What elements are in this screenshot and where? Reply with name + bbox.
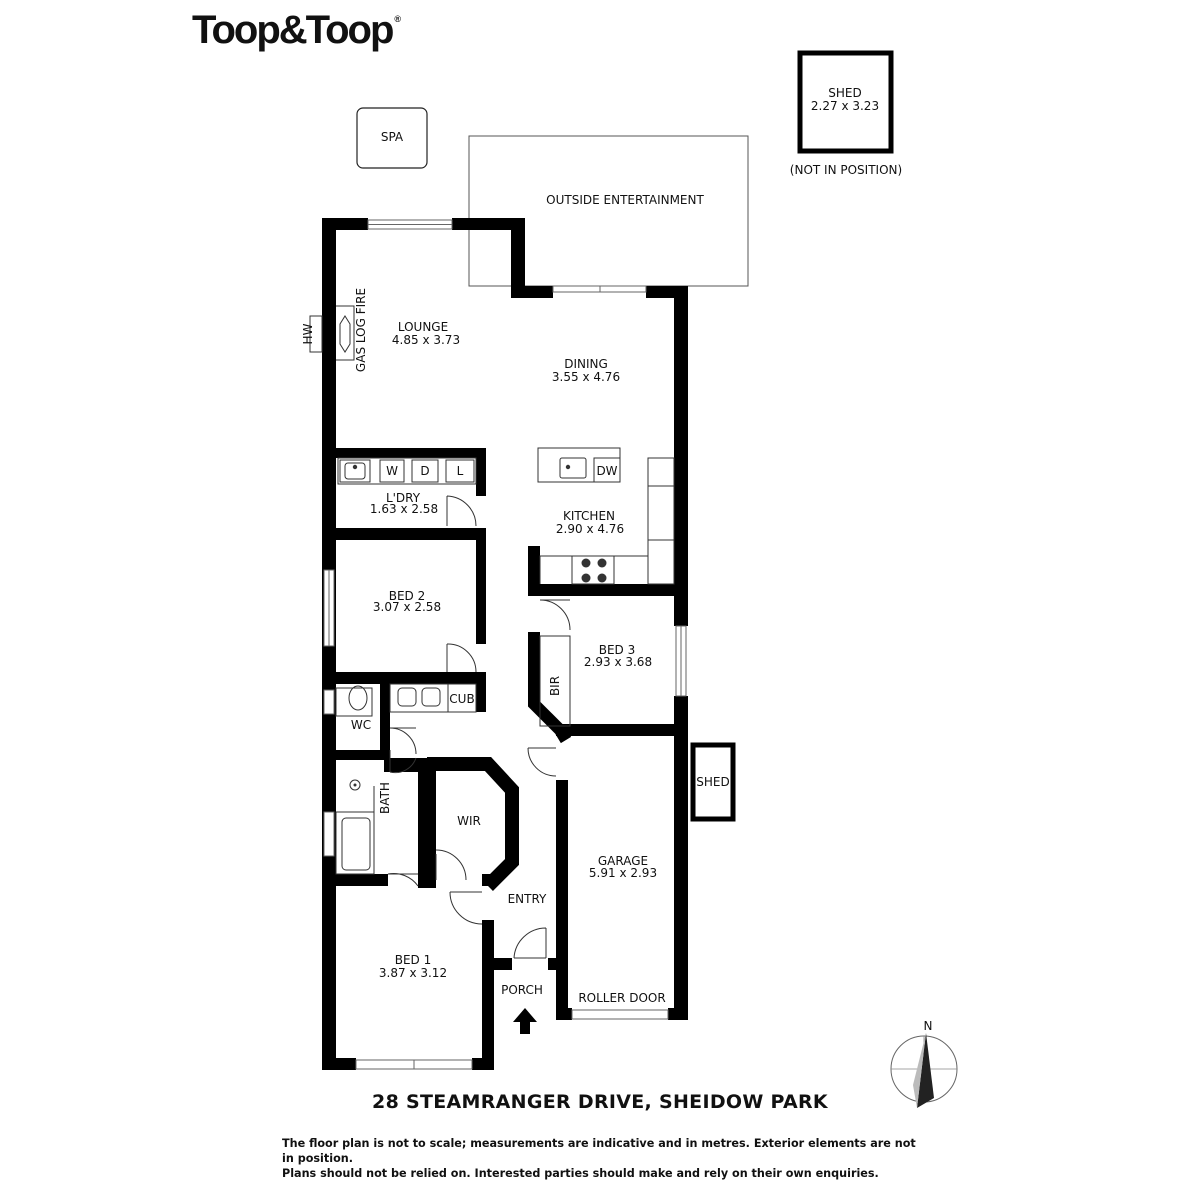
laundry-label: L'DRY bbox=[386, 491, 421, 505]
shed-main-note: (NOT IN POSITION) bbox=[790, 163, 902, 177]
laundry-w-label: W bbox=[386, 464, 398, 478]
disclaimer: The floor plan is not to scale; measurem… bbox=[282, 1136, 922, 1181]
compass-icon bbox=[890, 1033, 958, 1108]
shed-main-label: SHED bbox=[828, 86, 861, 100]
entry-label: ENTRY bbox=[508, 892, 547, 906]
brand-name: Toop&Toop bbox=[192, 8, 394, 52]
outside-entertainment-area bbox=[468, 135, 749, 287]
hw-label: HW bbox=[301, 323, 315, 344]
brand-logo: Toop&Toop® bbox=[192, 8, 402, 53]
dining-size: 3.55 x 4.76 bbox=[552, 370, 620, 384]
bed3-label: BED 3 bbox=[599, 643, 636, 657]
walls bbox=[322, 218, 688, 1070]
compass-north-label: N bbox=[924, 1019, 933, 1033]
spa-outline bbox=[356, 107, 428, 169]
bed2-label: BED 2 bbox=[389, 589, 426, 603]
laundry-d-label: D bbox=[420, 464, 429, 478]
porch-label: PORCH bbox=[501, 983, 543, 997]
bir-walls bbox=[528, 699, 572, 744]
fixtures bbox=[309, 305, 675, 875]
kitchen-label: KITCHEN bbox=[563, 509, 615, 523]
kitchen-size: 2.90 x 4.76 bbox=[556, 522, 624, 536]
windows bbox=[323, 219, 687, 1070]
bed1-size: 3.87 x 3.12 bbox=[379, 966, 447, 980]
cub-label: CUB bbox=[449, 692, 474, 706]
shed-side-outline bbox=[690, 742, 736, 822]
spa-label: SPA bbox=[381, 130, 404, 144]
shed-main-size: 2.27 x 3.23 bbox=[811, 99, 879, 113]
sinks-and-cooktop bbox=[349, 464, 607, 791]
laundry-size: 1.63 x 2.58 bbox=[370, 502, 438, 516]
outside-entertainment-label: OUTSIDE ENTERTAINMENT bbox=[546, 193, 704, 207]
disclaimer-line-2: Plans should not be relied on. Intereste… bbox=[282, 1167, 879, 1180]
wir-walls bbox=[420, 757, 519, 891]
roller-door-label: ROLLER DOOR bbox=[578, 991, 665, 1005]
entry-arrow-icon bbox=[513, 1008, 537, 1034]
bath-label: BATH bbox=[378, 782, 392, 814]
bed1-label: BED 1 bbox=[395, 953, 432, 967]
bed2-size: 3.07 x 2.58 bbox=[373, 600, 441, 614]
wc-label: WC bbox=[351, 718, 371, 732]
shed-main-outline bbox=[797, 50, 894, 154]
wir-label: WIR bbox=[457, 814, 481, 828]
garage-label: GARAGE bbox=[598, 854, 648, 868]
disclaimer-line-1: The floor plan is not to scale; measurem… bbox=[282, 1137, 916, 1165]
shed-side-label: SHED bbox=[696, 775, 729, 789]
laundry-l-label: L bbox=[457, 464, 464, 478]
gas-log-fire-label: GAS LOG FIRE bbox=[354, 288, 368, 372]
door-swings bbox=[387, 495, 571, 959]
bed3-size: 2.93 x 3.68 bbox=[584, 655, 652, 669]
dishwasher-label: DW bbox=[596, 464, 617, 478]
brand-registered-mark: ® bbox=[394, 14, 402, 24]
lounge-label: LOUNGE bbox=[398, 320, 448, 334]
property-address: 28 STEAMRANGER DRIVE, SHEIDOW PARK bbox=[372, 1091, 828, 1113]
garage-size: 5.91 x 2.93 bbox=[589, 866, 657, 880]
lounge-size: 4.85 x 3.73 bbox=[392, 333, 460, 347]
dining-label: DINING bbox=[564, 357, 608, 371]
bir-label: BIR bbox=[548, 676, 562, 696]
